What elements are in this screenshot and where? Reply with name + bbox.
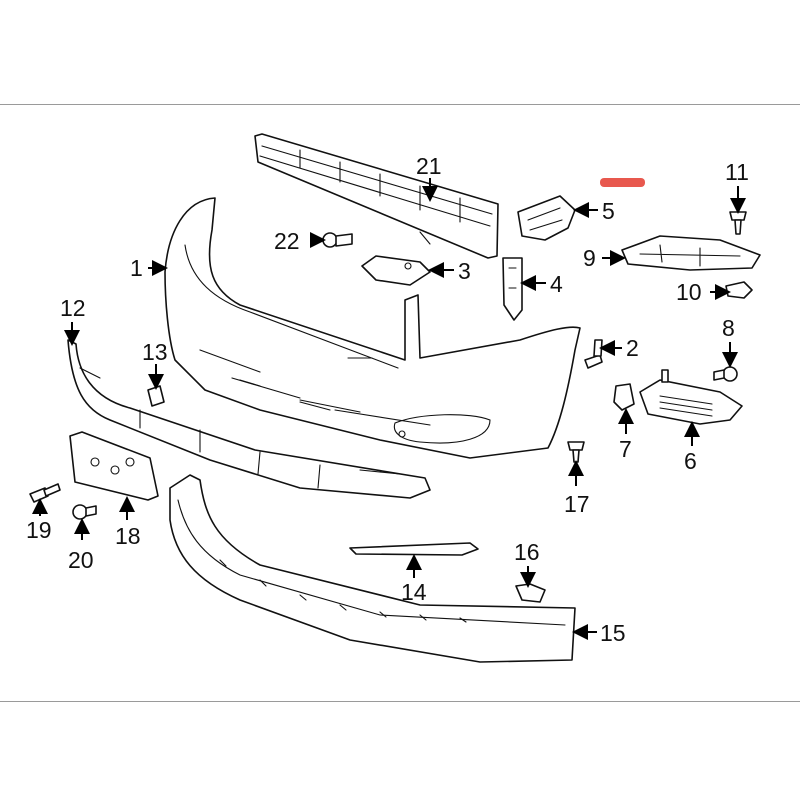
callout-6: 6 xyxy=(684,448,697,474)
callout-5: 5 xyxy=(602,198,615,224)
part-16-clip[interactable] xyxy=(515,583,546,603)
callout-19: 19 xyxy=(26,517,52,543)
part-4-side-bracket[interactable] xyxy=(502,257,523,321)
part-12-air-deflector[interactable] xyxy=(67,339,431,499)
part-1-bumper-fascia[interactable] xyxy=(164,197,581,459)
callout-4: 4 xyxy=(550,271,563,297)
callout-16: 16 xyxy=(514,539,540,565)
callout-17: 17 xyxy=(564,491,590,517)
callout-10: 10 xyxy=(676,279,702,305)
callout-9: 9 xyxy=(583,245,596,271)
part-22-bolt[interactable] xyxy=(322,232,353,248)
callout-14: 14 xyxy=(401,579,427,605)
callout-labels: 1 2 3 4 5 6 7 8 9 10 11 12 13 14 15 16 1… xyxy=(26,153,749,646)
part-19-bolt[interactable] xyxy=(29,483,61,503)
part-20-bolt[interactable] xyxy=(72,504,97,520)
callout-21: 21 xyxy=(416,153,442,179)
callout-20: 20 xyxy=(68,547,94,573)
callout-18: 18 xyxy=(115,523,141,549)
callout-13: 13 xyxy=(142,339,168,365)
callout-11: 11 xyxy=(725,159,749,185)
part-10-clip[interactable] xyxy=(725,281,753,299)
callout-12: 12 xyxy=(60,295,86,321)
part-3-bracket[interactable] xyxy=(361,255,431,286)
part-13-clip[interactable] xyxy=(147,385,165,407)
part-9-side-bracket[interactable] xyxy=(621,235,761,271)
callout-22: 22 xyxy=(274,228,300,254)
part-5-bracket[interactable] xyxy=(517,195,576,241)
part-14-bezel[interactable] xyxy=(349,542,479,556)
part-18-license-bracket[interactable] xyxy=(69,431,159,501)
diagram-frame xyxy=(0,104,800,702)
part-5-highlight-marker xyxy=(600,178,645,187)
callout-15: 15 xyxy=(600,620,626,646)
part-17-screw[interactable] xyxy=(567,441,585,463)
part-8-bolt[interactable] xyxy=(713,366,738,382)
part-21-impact-bar[interactable] xyxy=(254,133,499,259)
callout-3: 3 xyxy=(458,258,471,284)
callout-7: 7 xyxy=(619,436,632,462)
part-7-clip[interactable] xyxy=(613,383,635,411)
part-11-screw[interactable] xyxy=(729,211,747,235)
part-15-lower-spoiler[interactable] xyxy=(169,474,576,663)
part-6-fog-lamp[interactable] xyxy=(639,369,743,425)
callout-2: 2 xyxy=(626,335,639,361)
callout-1: 1 xyxy=(130,255,143,281)
leader-lines xyxy=(32,178,746,640)
part-2-pushpin[interactable] xyxy=(584,339,603,369)
callout-8: 8 xyxy=(722,315,735,341)
